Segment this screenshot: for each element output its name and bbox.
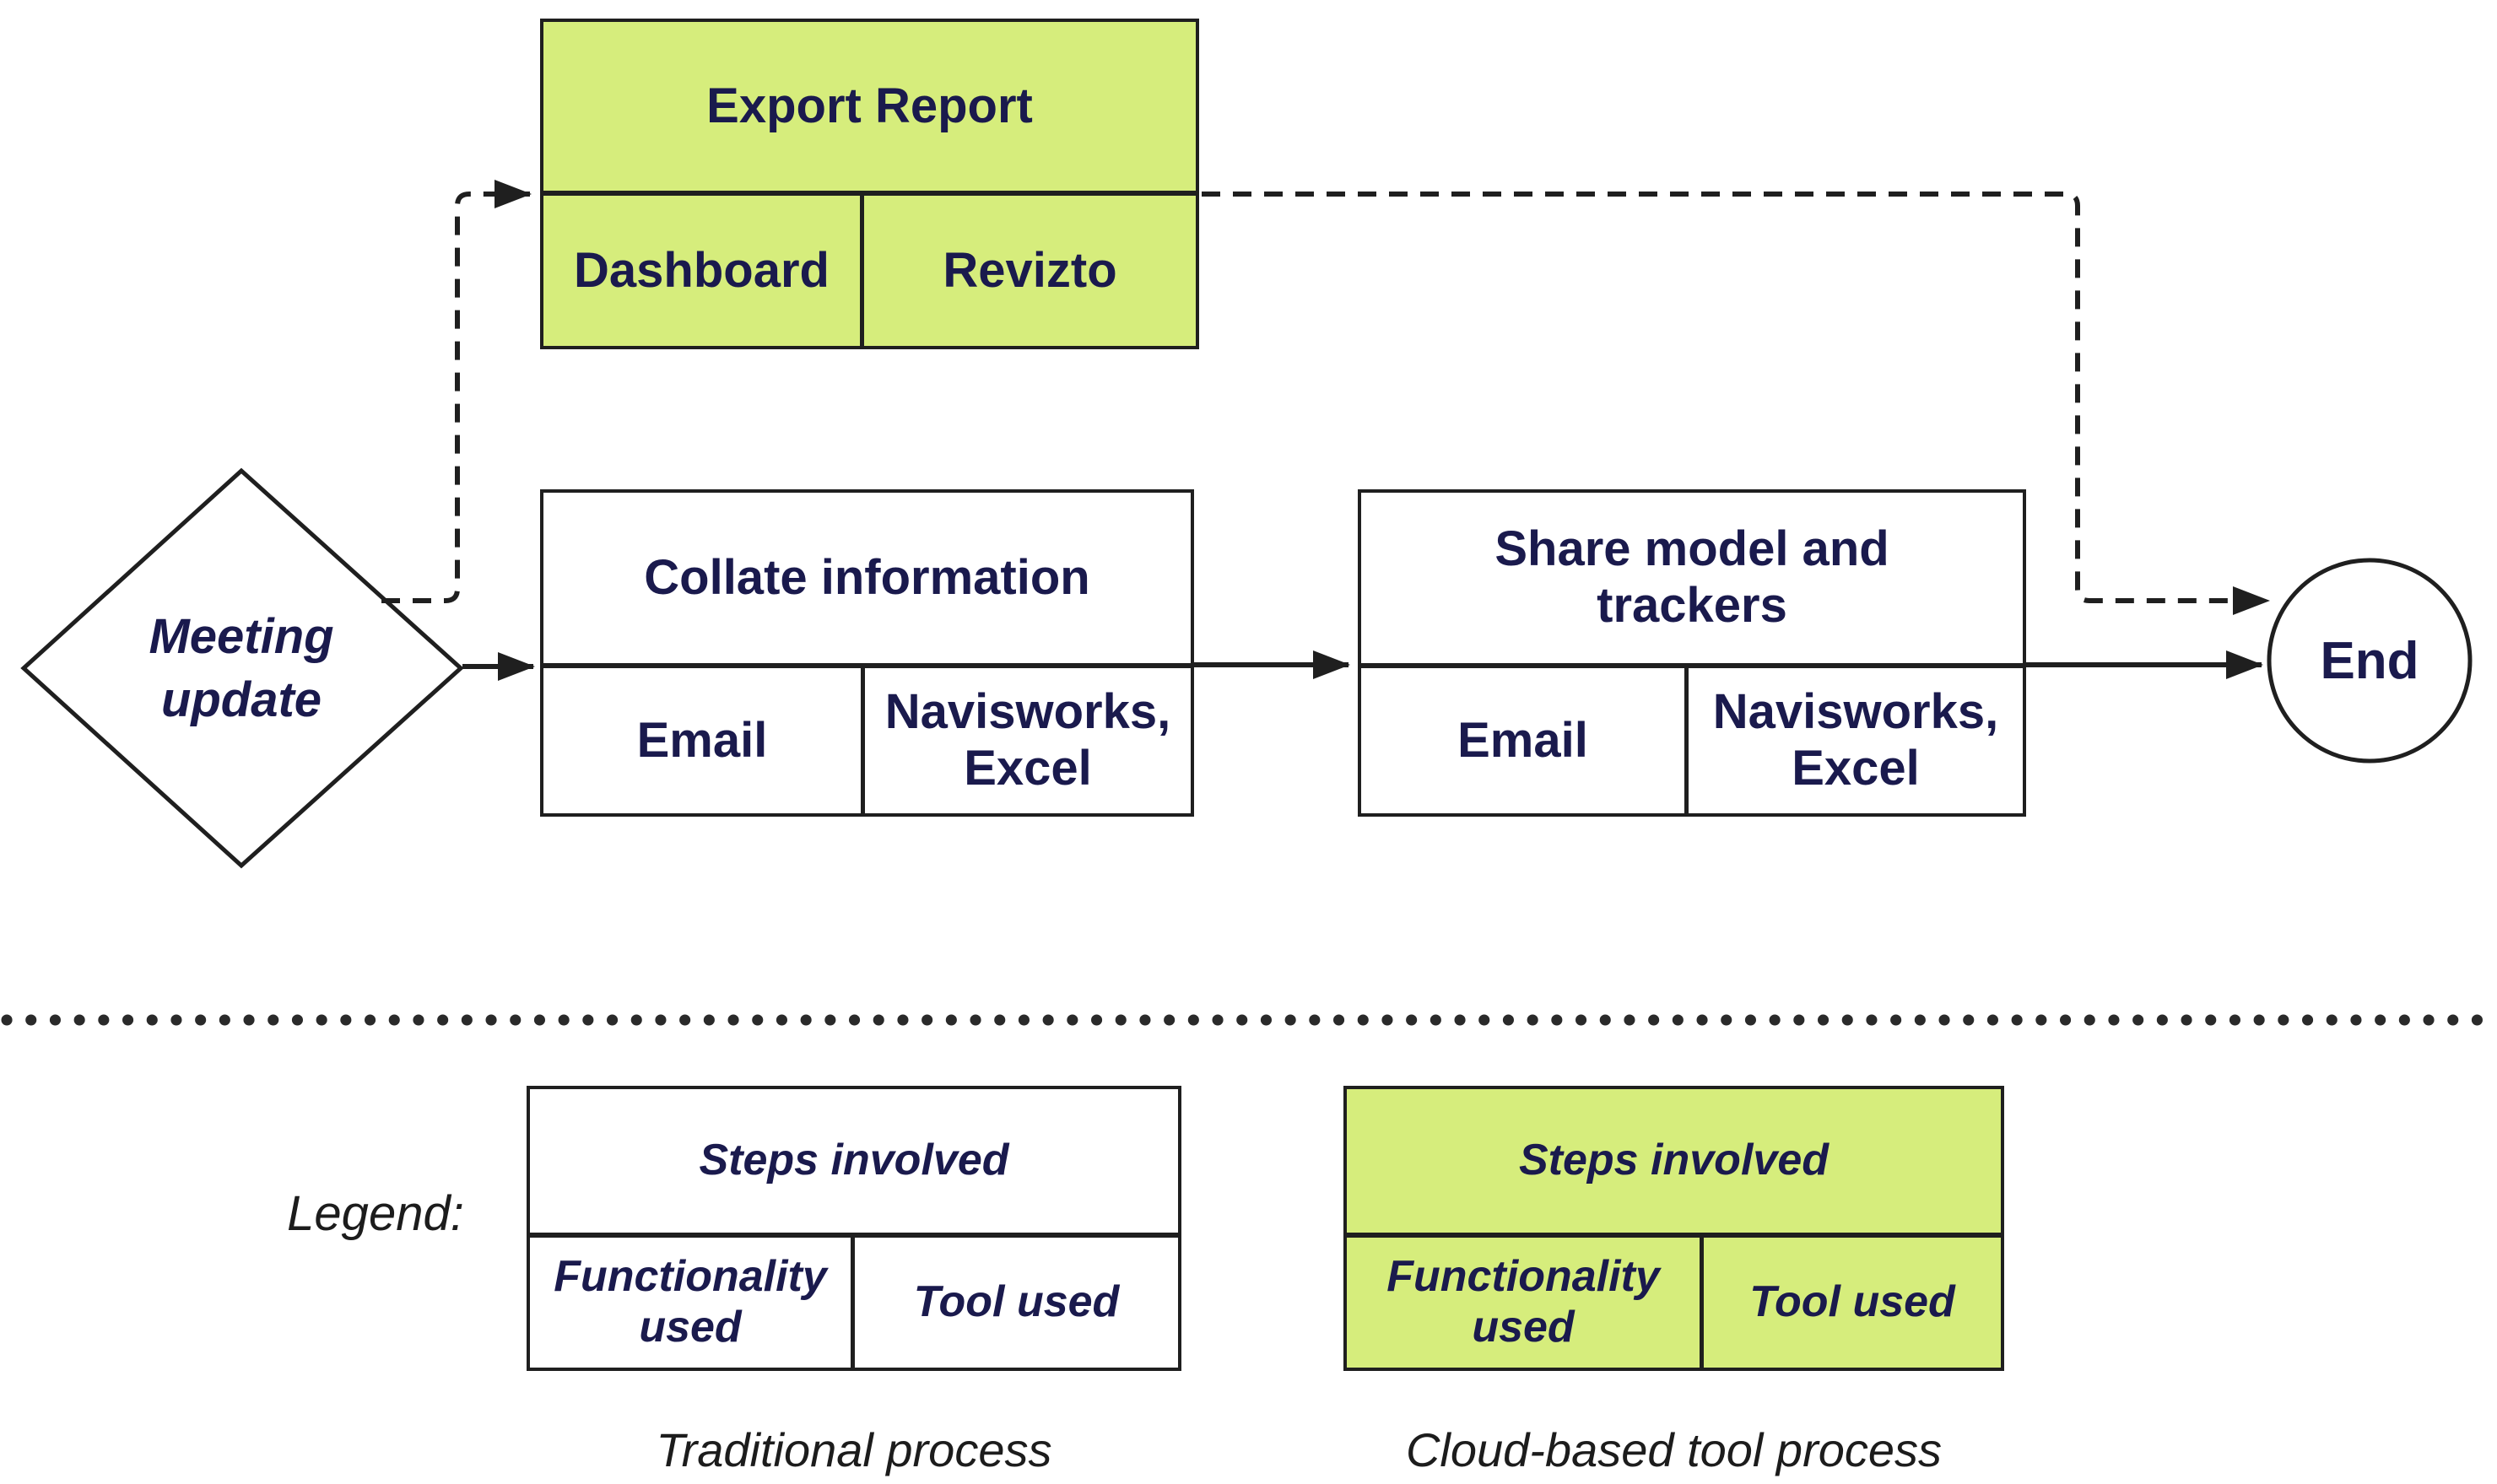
legend-traditional-caption: Traditional process — [656, 1422, 1052, 1476]
legend-cloud-functionality: Functionality used — [1386, 1252, 1660, 1352]
collate-functionality: Email — [636, 712, 768, 768]
share-tool: Navisworks, Excel — [1712, 684, 1999, 796]
end-node-label: End — [2320, 631, 2419, 690]
legend-traditional-steps: Steps involved — [699, 1136, 1009, 1185]
collate-tool: Navisworks, Excel — [884, 684, 1171, 796]
share-model-box: Share model and trackers Email Naviswork… — [1358, 489, 2026, 817]
export-report-functionality-cell: Dashboard — [543, 196, 864, 346]
dashed-arrow-diamond-to-export — [381, 180, 532, 603]
decision-diamond-label: Meeting update — [149, 608, 334, 727]
decision-diamond-shape — [20, 467, 464, 869]
legend-label: Legend: — [287, 1185, 464, 1241]
legend-cloud-tool: Tool used — [1749, 1277, 1955, 1327]
export-report-box: Export Report Dashboard Revizto — [540, 19, 1199, 349]
collate-title: Collate information — [644, 549, 1090, 605]
legend-traditional-tool: Tool used — [913, 1277, 1120, 1327]
export-report-title: Export Report — [706, 78, 1033, 133]
legend-traditional-row: Functionality used Tool used — [530, 1238, 1178, 1368]
collate-row: Email Navisworks, Excel — [543, 668, 1191, 813]
legend-cloud-steps-cell: Steps involved — [1347, 1089, 2001, 1238]
legend-cloud-steps: Steps involved — [1519, 1136, 1829, 1185]
collate-tool-cell: Navisworks, Excel — [865, 668, 1191, 813]
legend-traditional-steps-cell: Steps involved — [530, 1089, 1178, 1238]
share-tool-cell: Navisworks, Excel — [1689, 668, 2023, 813]
share-row: Email Navisworks, Excel — [1361, 668, 2023, 813]
legend-cloud-row: Functionality used Tool used — [1347, 1238, 2001, 1368]
legend-cloud-tool-cell: Tool used — [1704, 1238, 2001, 1368]
share-title: Share model and trackers — [1494, 521, 1889, 633]
export-report-tool: Revizto — [943, 242, 1117, 298]
legend-traditional-tool-cell: Tool used — [855, 1238, 1178, 1368]
share-title-cell: Share model and trackers — [1361, 493, 2023, 668]
legend-traditional-functionality: Functionality used — [554, 1252, 827, 1352]
export-report-title-cell: Export Report — [543, 22, 1196, 196]
export-report-functionality: Dashboard — [574, 242, 830, 298]
export-report-row: Dashboard Revizto — [543, 196, 1196, 346]
export-report-tool-cell: Revizto — [864, 196, 1196, 346]
legend-traditional-functionality-cell: Functionality used — [530, 1238, 855, 1368]
dashed-arrow-export-to-end — [1202, 192, 2270, 615]
legend-cloud-caption: Cloud-based tool process — [1405, 1422, 1943, 1476]
collate-information-box: Collate information Email Navisworks, Ex… — [540, 489, 1194, 817]
legend-cloud-functionality-cell: Functionality used — [1347, 1238, 1704, 1368]
legend-cloud-box: Steps involved Functionality used Tool u… — [1343, 1086, 2004, 1371]
share-functionality-cell: Email — [1361, 668, 1689, 813]
collate-functionality-cell: Email — [543, 668, 865, 813]
legend-traditional-box: Steps involved Functionality used Tool u… — [527, 1086, 1181, 1371]
collate-title-cell: Collate information — [543, 493, 1191, 668]
share-functionality: Email — [1457, 712, 1588, 768]
end-circle-shape — [2267, 558, 2473, 764]
